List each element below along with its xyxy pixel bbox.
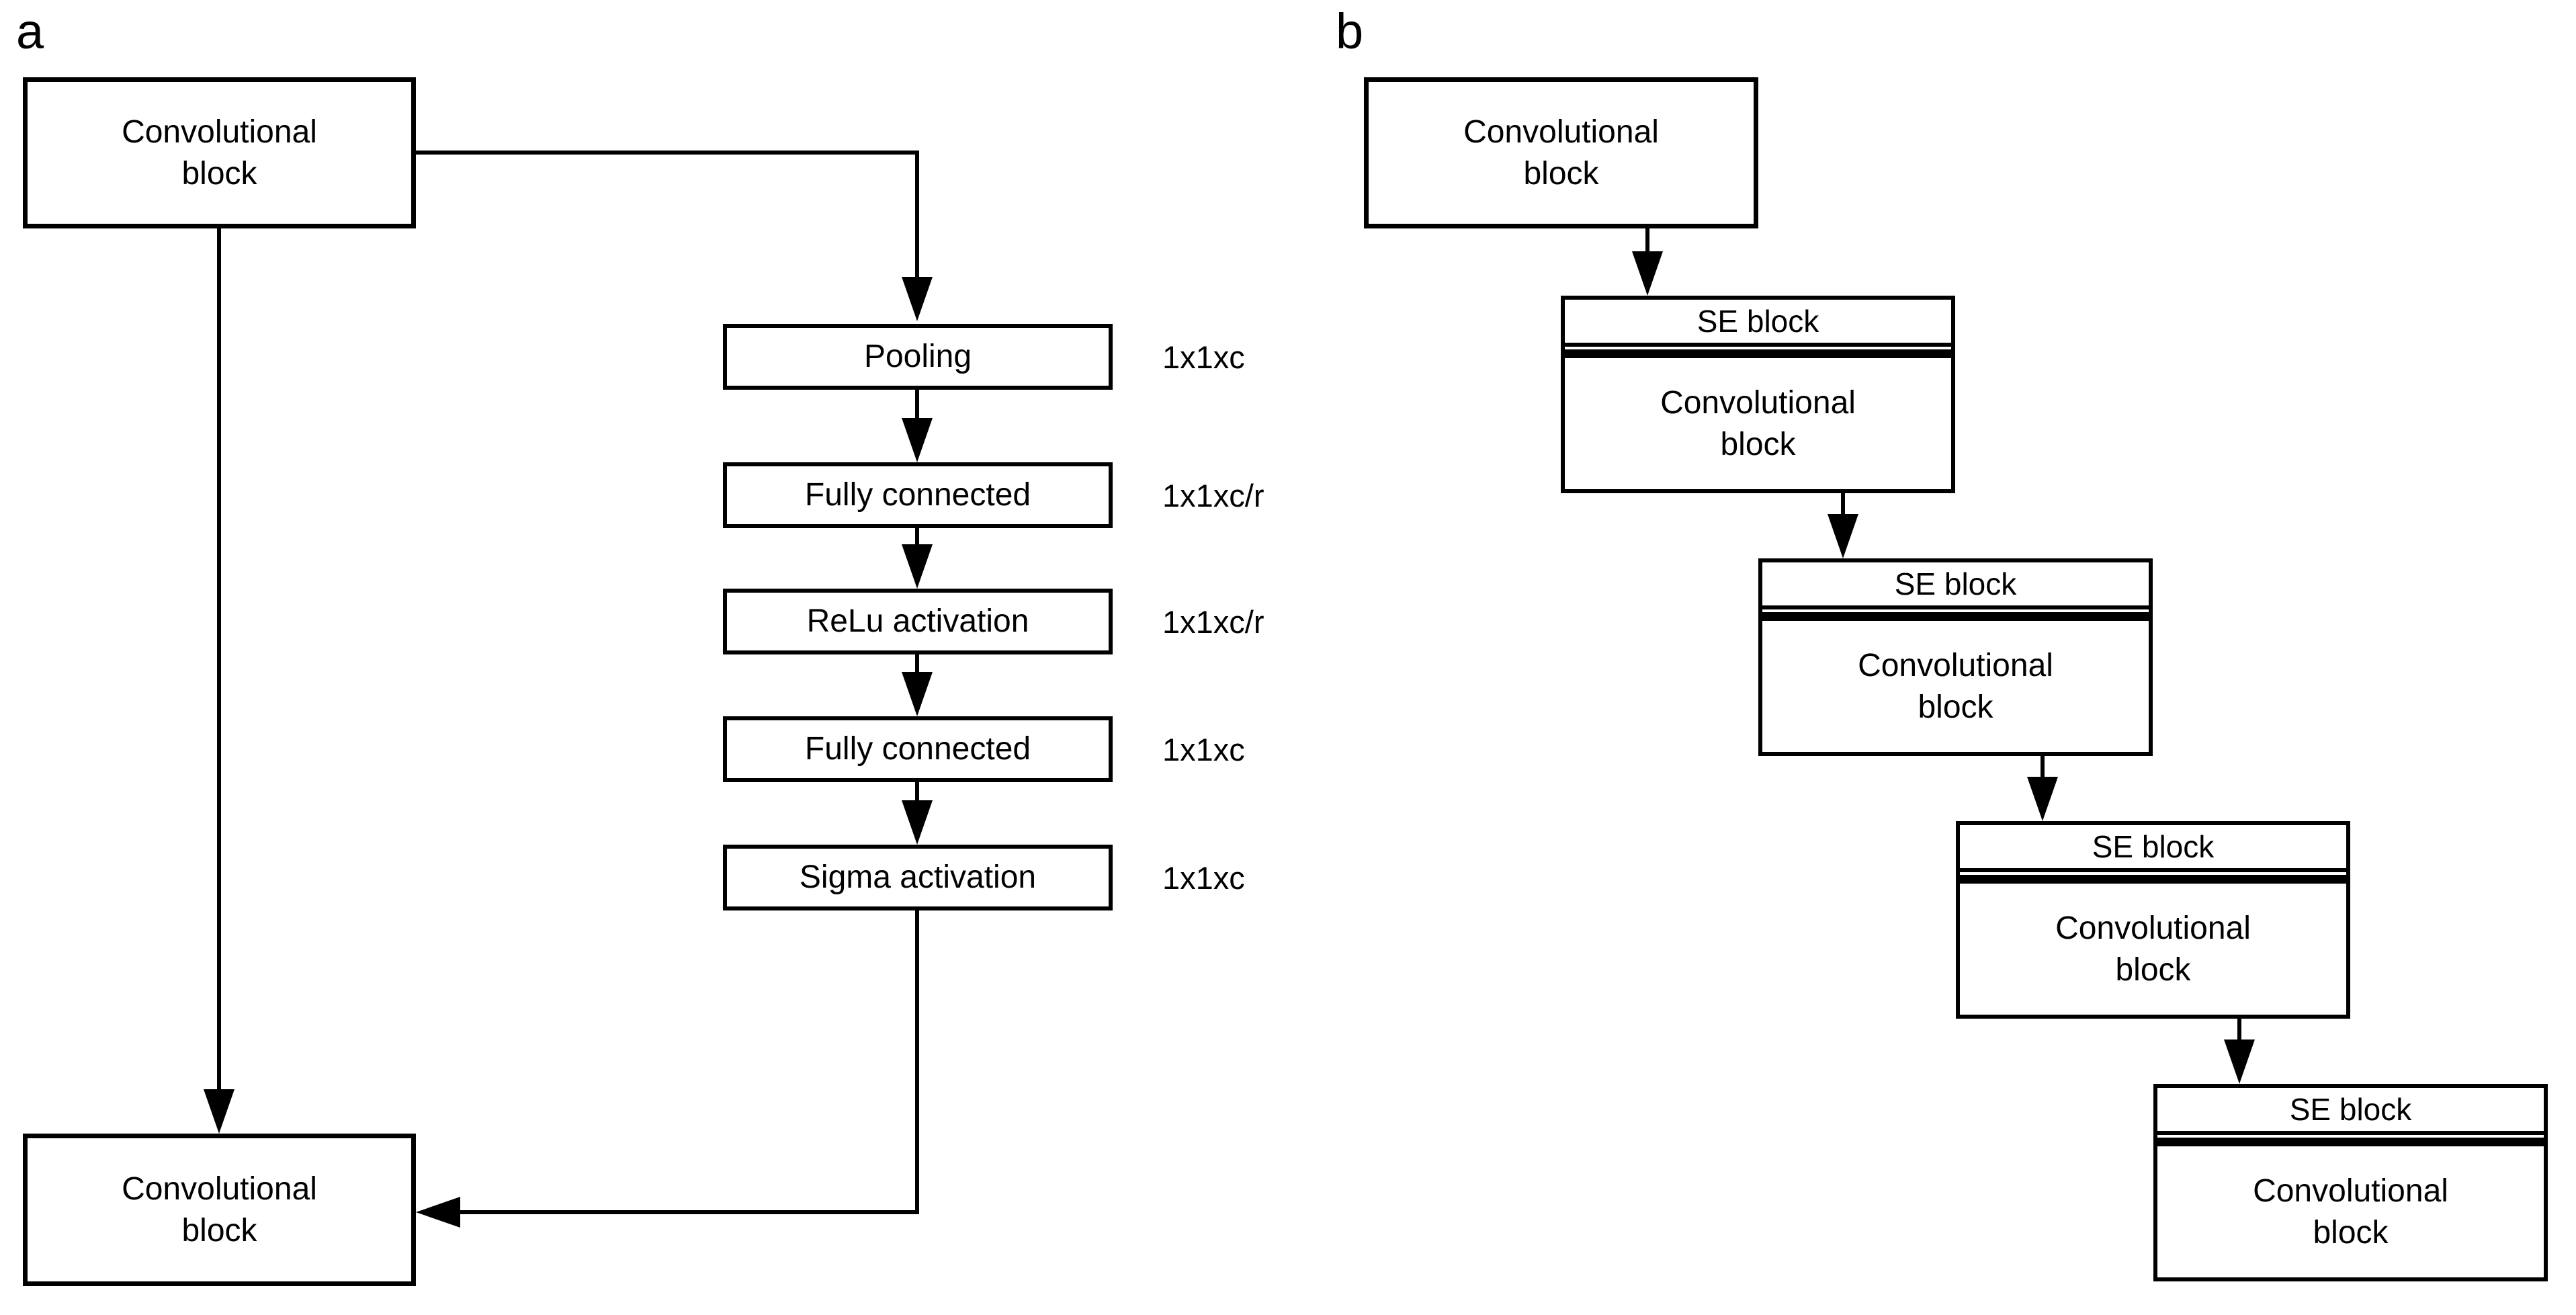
connector-convb-se1: [1645, 228, 1649, 254]
arrowhead-left-icon: [416, 1197, 460, 1228]
se-block-3-body: Convolutional block: [1960, 875, 2346, 1015]
se-block-3-header: SE block: [1960, 825, 2346, 872]
se-block-4-header: SE block: [2157, 1088, 2544, 1135]
connector-pooling-fc1: [915, 388, 919, 421]
connector-top-horizontal: [416, 151, 919, 155]
conv-block-b-top-label: Convolutional block: [1463, 114, 1659, 192]
dim-label-fully-connected-1: 1x1xc/r: [1162, 477, 1264, 513]
arrowhead-down-icon: [204, 1089, 234, 1134]
dim-label-relu-activation: 1x1xc/r: [1162, 603, 1264, 640]
connector-relu-fc2: [915, 653, 919, 675]
se-block-1: SE block Convolutional block: [1561, 296, 1955, 493]
pipeline-box-relu-activation-label: ReLu activation: [806, 603, 1029, 639]
connector-se1-se2: [1841, 493, 1845, 517]
se-block-2-header: SE block: [1762, 562, 2149, 609]
conv-block-a-top: Convolutional block: [23, 77, 416, 228]
connector-fc1-relu: [915, 527, 919, 547]
arrowhead-down-icon: [2224, 1040, 2255, 1084]
connector-into-pooling: [915, 151, 919, 278]
connector-se3-se4: [2237, 1019, 2241, 1042]
pipeline-box-fully-connected-1-label: Fully connected: [804, 477, 1031, 513]
arrowhead-down-icon: [1632, 251, 1663, 296]
se-block-2-body: Convolutional block: [1762, 612, 2149, 752]
pipeline-box-sigma-activation-label: Sigma activation: [799, 859, 1037, 895]
se-block-3-body-label: Convolutional block: [2055, 910, 2251, 988]
arrowhead-down-icon: [902, 672, 933, 716]
se-block-3: SE block Convolutional block: [1956, 821, 2350, 1019]
connector-se2-se3: [2041, 756, 2045, 779]
pipeline-box-fully-connected-1: Fully connected: [723, 462, 1113, 528]
dim-label-pooling: 1x1xc: [1162, 339, 1245, 375]
pipeline-box-relu-activation: ReLu activation: [723, 589, 1113, 654]
arrowhead-down-icon: [902, 800, 933, 845]
pipeline-box-pooling-label: Pooling: [863, 339, 972, 374]
se-block-2-body-label: Convolutional block: [1858, 648, 2053, 725]
se-block-2: SE block Convolutional block: [1758, 558, 2153, 756]
dim-label-sigma-activation: 1x1xc: [1162, 859, 1245, 896]
se-block-4-body-label: Convolutional block: [2253, 1173, 2448, 1250]
arrowhead-down-icon: [902, 544, 933, 589]
se-block-4-body: Convolutional block: [2157, 1138, 2544, 1277]
connector-skip-vertical: [217, 228, 221, 1089]
conv-block-a-top-label: Convolutional block: [122, 114, 317, 192]
se-block-1-body: Convolutional block: [1565, 349, 1951, 489]
pipeline-box-pooling: Pooling: [723, 324, 1113, 390]
connector-fc2-sigma: [915, 781, 919, 803]
conv-block-a-bottom-label: Convolutional block: [122, 1171, 317, 1248]
se-block-1-header: SE block: [1565, 300, 1951, 347]
panel-b-label: b: [1336, 3, 1364, 59]
arrowhead-down-icon: [902, 418, 933, 462]
connector-sigma-down: [915, 909, 919, 1214]
se-block-1-body-label: Convolutional block: [1660, 385, 1856, 462]
panel-a-label: a: [16, 3, 44, 59]
arrowhead-down-icon: [902, 277, 933, 321]
pipeline-box-fully-connected-2-label: Fully connected: [804, 731, 1031, 767]
connector-sigma-horizontal: [457, 1210, 919, 1214]
arrowhead-down-icon: [2027, 777, 2058, 821]
pipeline-box-sigma-activation: Sigma activation: [723, 845, 1113, 910]
conv-block-a-bottom: Convolutional block: [23, 1134, 416, 1286]
se-block-4: SE block Convolutional block: [2153, 1084, 2548, 1281]
conv-block-b-top: Convolutional block: [1364, 77, 1758, 228]
arrowhead-down-icon: [1828, 514, 1858, 558]
dim-label-fully-connected-2: 1x1xc: [1162, 731, 1245, 767]
pipeline-box-fully-connected-2: Fully connected: [723, 716, 1113, 782]
